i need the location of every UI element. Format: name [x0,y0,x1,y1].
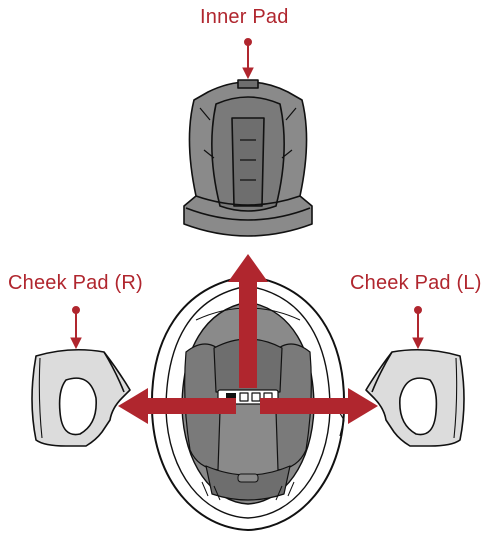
inner-pad-illustration [183,79,313,237]
arrow-right [260,388,378,424]
cheek-pad-right-illustration [31,348,131,447]
arrow-left [118,388,236,424]
cheek-pad-left-label: Cheek Pad (L) [350,272,482,294]
cheek-pad-right-pointer [70,306,82,350]
cheek-pad-left-pointer [412,306,424,350]
inner-pad-pointer [242,38,254,80]
inner-pad-label: Inner Pad [200,6,289,28]
cheek-pad-left-illustration [365,348,465,447]
cheek-pad-right-label: Cheek Pad (R) [8,272,143,294]
arrow-up [228,254,268,388]
